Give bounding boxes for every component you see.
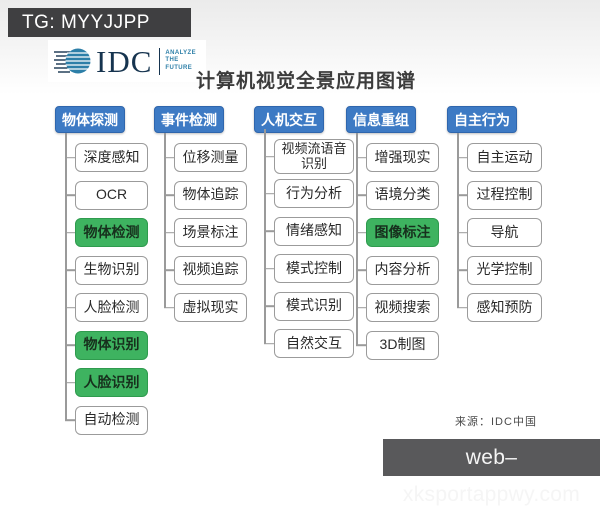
column-header: 物体探测 bbox=[55, 106, 125, 133]
node-box: 位移测量 bbox=[174, 143, 247, 172]
column-items: 位移测量物体追踪场景标注视频追踪虚拟现实 bbox=[154, 133, 247, 322]
node-box: 生物识别 bbox=[75, 255, 148, 285]
column-2: 事件检测位移测量物体追踪场景标注视频追踪虚拟现实 bbox=[154, 106, 247, 331]
column-3: 人机交互视频流语音识别行为分析情绪感知模式控制模式识别自然交互 bbox=[254, 106, 354, 367]
column-4: 信息重组增强现实语境分类图像标注内容分析视频搜索 3D制图 bbox=[346, 106, 439, 368]
node-box: 视频追踪 bbox=[174, 255, 247, 285]
column-1: 物体探测深度感知 OCR 物体检测生物识别人脸检测物体识别人脸识别自动检测 bbox=[55, 106, 148, 443]
node-box: 行为分析 bbox=[274, 179, 354, 208]
column-header: 人机交互 bbox=[254, 106, 324, 133]
node-box-highlighted: 物体检测 bbox=[75, 218, 148, 247]
idc-logo: IDC ANALYZE THE FUTURE bbox=[48, 40, 206, 82]
node-box: 情绪感知 bbox=[274, 216, 354, 246]
node-box: 模式识别 bbox=[274, 291, 354, 321]
column-items: 深度感知 OCR 物体检测生物识别人脸检测物体识别人脸识别自动检测 bbox=[55, 133, 148, 435]
node-box: 自然交互 bbox=[274, 329, 354, 358]
node-box: 过程控制 bbox=[467, 180, 542, 210]
node-box-highlighted: 物体识别 bbox=[75, 330, 148, 360]
column-5: 自主行为自主运动过程控制导航光学控制感知预防 bbox=[447, 106, 542, 331]
idc-logo-text: IDC bbox=[96, 43, 153, 79]
node-box: 人脸检测 bbox=[75, 293, 148, 322]
column-items: 自主运动过程控制导航光学控制感知预防 bbox=[447, 133, 542, 322]
node-box: 物体追踪 bbox=[174, 180, 247, 210]
node-box: 视频搜索 bbox=[366, 293, 439, 322]
top-left-watermark-banner: TG: MYYJJPP bbox=[8, 8, 191, 37]
logo-divider bbox=[159, 47, 161, 75]
node-box: 光学控制 bbox=[467, 255, 542, 285]
node-box: 增强现实 bbox=[366, 143, 439, 172]
bottom-right-watermark-text: web–xksportappwy.com bbox=[402, 446, 581, 506]
column-header: 事件检测 bbox=[154, 106, 224, 133]
node-box: 视频流语音识别 bbox=[274, 139, 354, 174]
node-box: 自主运动 bbox=[467, 143, 542, 172]
node-box-highlighted: 图像标注 bbox=[366, 218, 439, 247]
node-box: 虚拟现实 bbox=[174, 293, 247, 322]
node-box: 深度感知 bbox=[75, 143, 148, 172]
node-box: OCR bbox=[75, 180, 148, 210]
node-box: 场景标注 bbox=[174, 218, 247, 247]
idc-logo-tagline: ANALYZE THE FUTURE bbox=[165, 49, 196, 71]
column-header: 自主行为 bbox=[447, 106, 517, 133]
node-box: 3D制图 bbox=[366, 330, 439, 360]
idc-globe-icon bbox=[54, 48, 91, 74]
top-left-watermark-text: TG: MYYJJPP bbox=[22, 12, 150, 33]
column-items: 视频流语音识别行为分析情绪感知模式控制模式识别自然交互 bbox=[254, 129, 354, 358]
node-box: 语境分类 bbox=[366, 180, 439, 210]
node-box: 导航 bbox=[467, 218, 542, 247]
infographic: TG: MYYJJPP IDC ANALYZE THE FUTURE bbox=[0, 0, 600, 480]
node-box: 内容分析 bbox=[366, 255, 439, 285]
source-note: 来源：IDC中国 bbox=[455, 416, 537, 428]
node-box: 自动检测 bbox=[75, 405, 148, 435]
column-header: 信息重组 bbox=[346, 106, 416, 133]
node-box: 模式控制 bbox=[274, 254, 354, 283]
diagram-title: 计算机视觉全景应用图谱 bbox=[195, 71, 416, 92]
bottom-right-watermark-banner: web–xksportappwy.com bbox=[383, 439, 600, 506]
node-box: 感知预防 bbox=[467, 293, 542, 322]
node-box-highlighted: 人脸识别 bbox=[75, 368, 148, 397]
column-items: 增强现实语境分类图像标注内容分析视频搜索 3D制图 bbox=[346, 133, 439, 360]
